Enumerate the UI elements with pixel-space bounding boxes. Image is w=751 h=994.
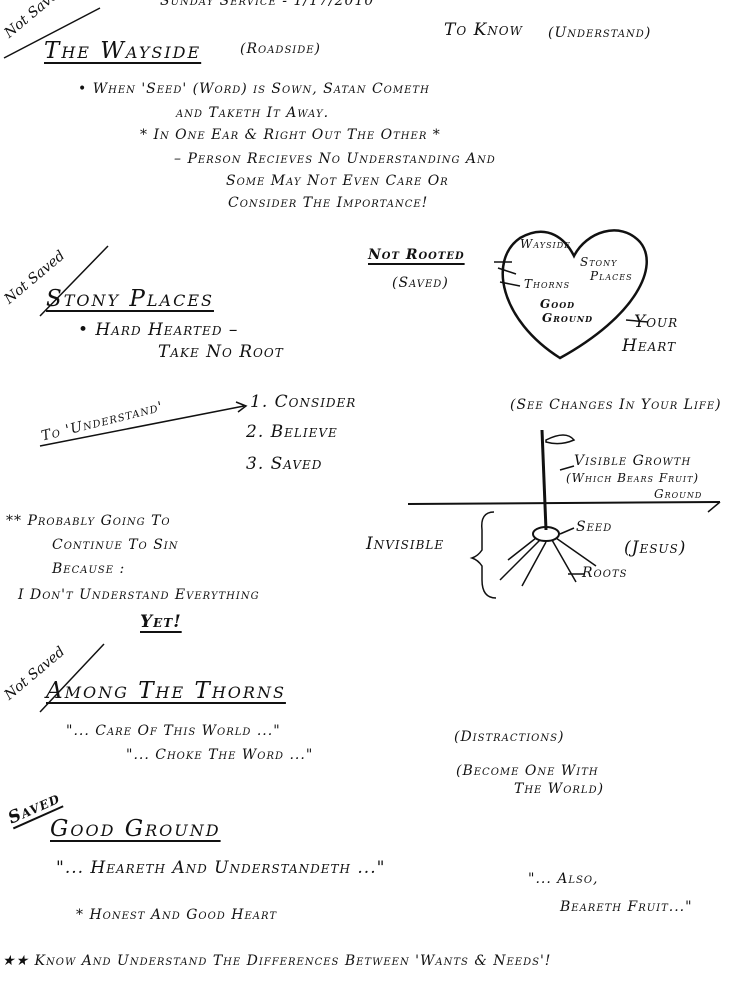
heart-wayside: Wayside xyxy=(520,237,571,251)
thorns-the-world: The World) xyxy=(514,781,605,797)
probably-line-4: I Don't Understand Everything xyxy=(18,587,260,603)
ground-label: Ground xyxy=(654,487,703,501)
heart-good: Good xyxy=(540,297,576,311)
seed-label: Seed xyxy=(576,519,613,535)
roots-label: Roots xyxy=(582,565,628,581)
service-date: Sunday Service - 1/17/2010 xyxy=(160,0,375,9)
visible-growth: Visible Growth xyxy=(574,453,692,469)
stony-bullet-1: • Hard Hearted – xyxy=(78,320,239,340)
heart-stony: Stony xyxy=(580,255,618,269)
invisible-label: Invisible xyxy=(366,534,445,554)
good-ground-also: "... Also, xyxy=(528,871,599,887)
understand-note: (Understand) xyxy=(548,25,652,41)
stony-bullet-2: Take No Root xyxy=(158,342,284,362)
wayside-detail-1: – Person Recieves No Understanding And xyxy=(174,151,496,167)
probably-line-1: ** Probably Going To xyxy=(6,513,171,529)
your-label: Your xyxy=(634,312,679,332)
good-ground-beareth: Beareth Fruit..." xyxy=(560,899,693,915)
probably-yet: Yet! xyxy=(140,612,182,632)
thorns-quote-2: "... Choke The Word ..." xyxy=(126,747,314,763)
good-ground-title: Good Ground xyxy=(50,816,221,842)
thorns-distractions: (Distractions) xyxy=(454,729,565,745)
heart-label: Heart xyxy=(622,336,677,356)
wayside-roadside-note: (Roadside) xyxy=(240,41,322,57)
wayside-detail-3: Consider The Importance! xyxy=(228,195,429,211)
saved-note: (Saved) xyxy=(392,275,449,291)
not-rooted-label: Not Rooted xyxy=(368,247,465,263)
step-consider: 1. Consider xyxy=(250,392,357,412)
wayside-detail-2: Some May Not Even Care Or xyxy=(226,173,449,189)
heart-places: Places xyxy=(590,269,633,283)
probably-line-3: Because : xyxy=(52,561,126,577)
stony-title: Stony Places xyxy=(46,286,214,312)
good-ground-honest: * Honest And Good Heart xyxy=(76,907,278,923)
see-changes-note: (See Changes In Your Life) xyxy=(510,397,722,413)
wayside-bullet-1b: and Taketh It Away. xyxy=(176,105,330,121)
bears-fruit: (Which Bears Fruit) xyxy=(566,471,700,485)
to-know-label: To Know xyxy=(444,20,523,40)
wayside-bullet-1: • When 'Seed' (Word) is Sown, Satan Come… xyxy=(78,81,430,97)
wayside-star-line: * In One Ear & Right Out The Other * xyxy=(140,127,441,143)
footer-differences: ★★ Know And Understand The Differences B… xyxy=(2,953,552,969)
step-believe: 2. Believe xyxy=(246,422,338,442)
thorns-title: Among The Thorns xyxy=(46,678,286,704)
jesus-note: (Jesus) xyxy=(624,538,687,558)
heart-thorns: Thorns xyxy=(524,277,571,291)
probably-line-2: Continue To Sin xyxy=(52,537,179,553)
heart-ground: Ground xyxy=(542,311,594,325)
step-saved: 3. Saved xyxy=(246,454,323,474)
wayside-title: The Wayside xyxy=(44,38,202,64)
thorns-become-one: (Become One With xyxy=(456,763,599,779)
thorns-quote-1: "... Care Of This World ..." xyxy=(66,723,281,739)
good-ground-quote: "... Heareth And Understandeth ..." xyxy=(56,858,386,878)
